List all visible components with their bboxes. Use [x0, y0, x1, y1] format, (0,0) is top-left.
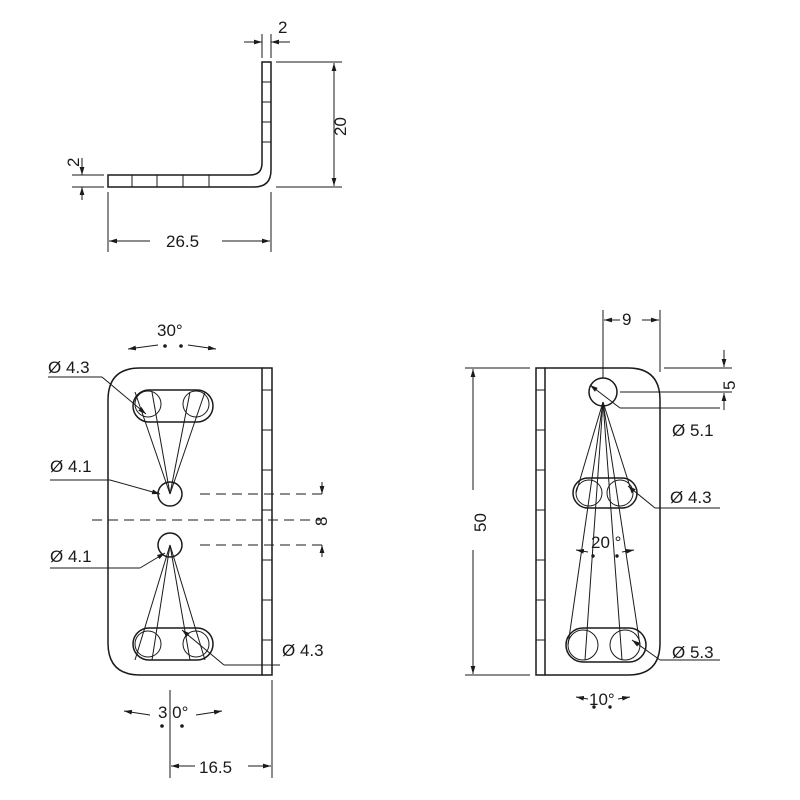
- dim-thickness-top-label: 2: [278, 18, 287, 37]
- dim-height-side: [465, 367, 530, 676]
- profile-segment-marks: [131, 81, 271, 187]
- side-top-dia-label: Ø 5.1: [672, 421, 714, 440]
- front-top-dia-label: Ø 4.3: [48, 358, 90, 377]
- front-view: 30° Ø 4.3 Ø 4.1 8 Ø 4.1 Ø 4.3: [48, 321, 331, 778]
- l-profile-outline: [107, 61, 272, 188]
- front-hole-lower-label: Ø 4.1: [50, 547, 92, 566]
- side-bottom-slot-hole-right: [609, 629, 641, 661]
- dim-height-side-label: 50: [471, 513, 490, 532]
- dim-length-label: 26.5: [166, 232, 199, 251]
- dim-angle-bottom-label: 3 0°: [158, 703, 188, 722]
- front-plate-outline: [107, 367, 263, 676]
- leader-side-bottom: [631, 639, 720, 661]
- front-flange-edge: [262, 367, 273, 676]
- side-bottom-slot-hole-left: [567, 629, 599, 661]
- dim-offset-y-label: 5: [720, 381, 739, 390]
- dim-angle-bottom-side-label: 10°: [589, 690, 615, 709]
- dim-angle-top: [127, 344, 217, 351]
- side-view: 9 5 Ø 5.1 Ø 4.3 20 °: [465, 310, 739, 709]
- dim-angle-mid: [575, 548, 635, 558]
- dim-length: [107, 192, 272, 252]
- front-bottom-slot-hole-left: [134, 630, 162, 658]
- flange-marks: [262, 389, 272, 641]
- leader-side-top-hole: [589, 384, 720, 409]
- side-mid-slot-hole-right: [606, 479, 634, 507]
- side-flange-marks: [536, 389, 545, 641]
- dim-offset-y: [620, 350, 732, 410]
- dim-angle-mid-label: 20 °: [591, 533, 621, 552]
- side-mid-dia-label: Ø 4.3: [670, 488, 712, 507]
- front-angle-lines: [134, 391, 206, 661]
- dim-angle-bottom: [123, 709, 223, 728]
- front-top-slot: [132, 389, 214, 423]
- side-bottom-dia-label: Ø 5.3: [672, 643, 714, 662]
- side-plate-outline: [544, 367, 661, 676]
- dim-angle-bottom-side: [575, 695, 631, 709]
- side-angle-lines: [567, 401, 641, 661]
- dim-width: [169, 680, 273, 778]
- dim-height: [276, 61, 342, 188]
- dim-width-label: 16.5: [199, 758, 232, 777]
- front-bottom-dia-label: Ø 4.3: [282, 641, 324, 660]
- leader-hole-lower: [50, 552, 166, 569]
- dim-thickness-top: [244, 34, 290, 58]
- dim-offset-x: [602, 310, 661, 378]
- front-top-slot-hole-left: [134, 390, 162, 418]
- dim-offset-x-label: 9: [622, 310, 631, 329]
- dim-thickness-left: [72, 158, 104, 200]
- leader-side-mid: [627, 485, 720, 509]
- dim-spacing-label: 8: [312, 517, 331, 526]
- dim-thickness-left-label: 2: [64, 158, 83, 167]
- front-bottom-slot: [132, 627, 214, 661]
- top-view: 2 20 2 26.5: [64, 18, 350, 252]
- dim-angle-top-label: 30°: [157, 321, 183, 340]
- dim-height-label: 20: [331, 117, 350, 136]
- front-hole-lower: [157, 532, 183, 558]
- side-top-hole: [588, 377, 618, 407]
- front-hole-upper-label: Ø 4.1: [50, 457, 92, 476]
- leader-bottom-slot: [181, 629, 280, 666]
- leader-hole-upper: [50, 479, 161, 495]
- front-top-slot-hole-right: [182, 390, 210, 418]
- side-bottom-slot: [565, 627, 647, 663]
- side-flange-edge: [535, 367, 545, 676]
- leader-top-slot: [48, 376, 147, 415]
